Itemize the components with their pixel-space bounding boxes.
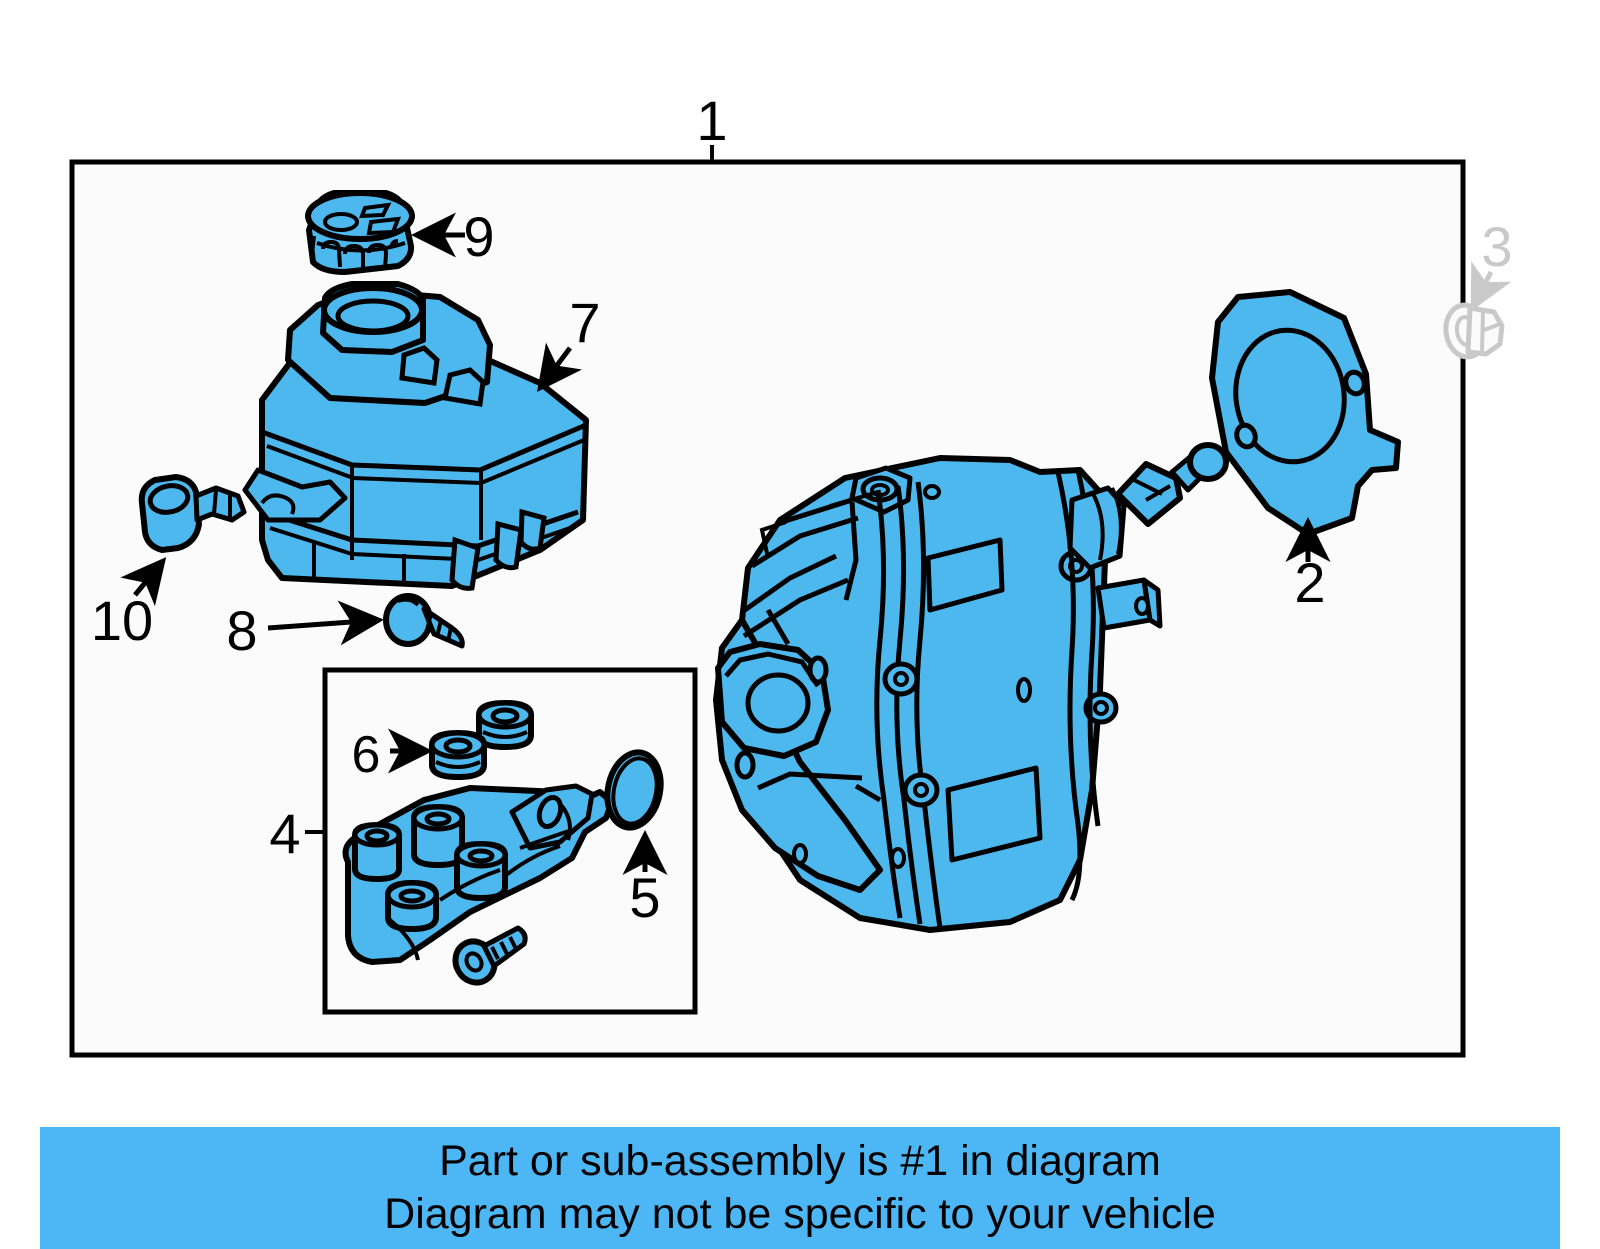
part-brake-fluid-reservoir[interactable] <box>242 281 589 591</box>
cap-marking-2 <box>366 216 402 236</box>
inner-group-box[interactable] <box>305 667 698 1015</box>
callout-7-arrow <box>537 342 582 392</box>
cap-marking-oval <box>323 212 359 232</box>
callout-8-arrow <box>267 600 384 646</box>
part-reservoir-bolt[interactable] <box>267 593 465 649</box>
grommet-upper <box>476 700 534 750</box>
banner-line-1: Part or sub-assembly is #1 in diagram <box>439 1137 1161 1185</box>
callout-label-4: 4 <box>269 802 300 865</box>
part-master-cylinder[interactable] <box>342 783 615 990</box>
part-fluid-level-sensor[interactable] <box>120 474 247 607</box>
part-mounting-nut[interactable] <box>1443 261 1512 360</box>
callout-label-8: 8 <box>226 599 257 662</box>
callout-labels: 1 2 3 4 5 6 7 8 9 10 <box>91 89 1513 929</box>
callout-label-7: 7 <box>569 291 600 354</box>
part-booster-gasket[interactable] <box>1209 289 1401 562</box>
master-cylinder-bolt <box>452 925 528 986</box>
callout-10-arrow <box>120 557 167 607</box>
callout-label-5: 5 <box>629 866 660 929</box>
part-reservoir-cap[interactable] <box>305 190 465 275</box>
part-reservoir-grommets[interactable] <box>388 700 534 780</box>
inner-box-border <box>322 667 698 1015</box>
callout-label-10: 10 <box>91 589 153 652</box>
cap-marking-1 <box>359 202 392 219</box>
banner-line-2: Diagram may not be specific to your vehi… <box>384 1190 1216 1238</box>
part-push-rod[interactable] <box>1115 442 1229 527</box>
callout-label-3: 3 <box>1481 215 1512 278</box>
info-banner: Part or sub-assembly is #1 in diagram Di… <box>40 1127 1560 1249</box>
part-brake-booster[interactable] <box>713 455 1163 933</box>
callout-label-9: 9 <box>463 205 494 268</box>
callout-label-2: 2 <box>1294 551 1325 614</box>
callout-3-arrow <box>1470 261 1512 312</box>
callout-label-6: 6 <box>352 726 381 784</box>
callout-label-1: 1 <box>696 89 727 152</box>
grommet-lower <box>429 730 487 780</box>
part-master-cylinder-seal[interactable] <box>601 747 668 875</box>
